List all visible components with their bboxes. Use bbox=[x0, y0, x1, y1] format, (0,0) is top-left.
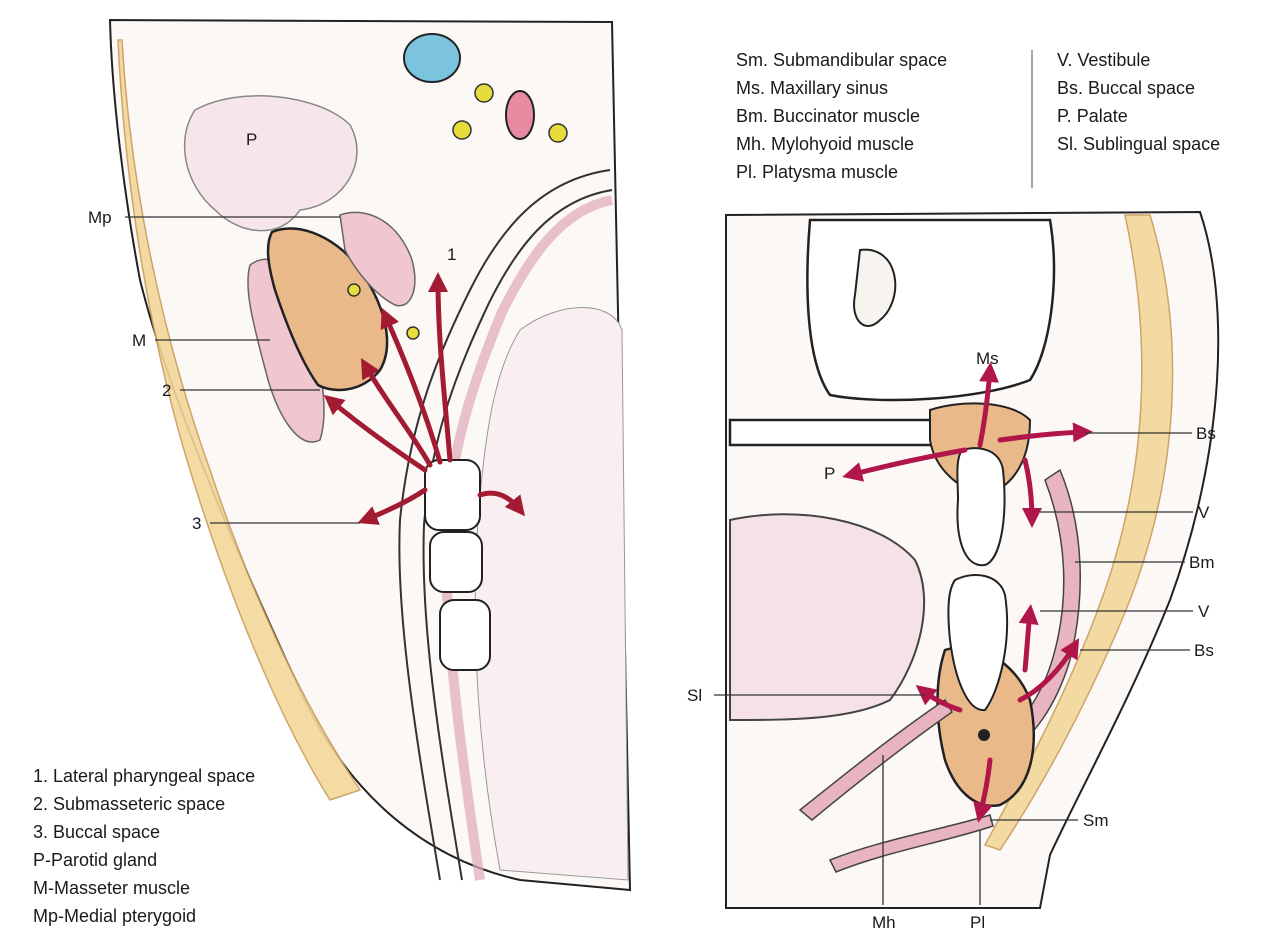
left-panel: P Mp M 1 2 3 1. Lateral pharyngeal space… bbox=[33, 20, 630, 926]
label-space-1: 1 bbox=[447, 245, 456, 264]
left-legend: 1. Lateral pharyngeal space 2. Submasset… bbox=[33, 766, 255, 926]
legend-item-1: 1. Lateral pharyngeal space bbox=[33, 766, 255, 786]
label-palate: P bbox=[824, 464, 835, 483]
label-space-3: 3 bbox=[192, 514, 201, 533]
label-v-upper: V bbox=[1198, 503, 1210, 522]
legend-v: V. Vestibule bbox=[1057, 50, 1150, 70]
legend-item-3: 3. Buccal space bbox=[33, 822, 160, 842]
nerve-4 bbox=[348, 284, 360, 296]
nerve-canal bbox=[978, 729, 990, 741]
label-pl: Pl bbox=[970, 913, 985, 932]
label-mh: Mh bbox=[872, 913, 896, 932]
legend-item-5: M-Masseter muscle bbox=[33, 878, 190, 898]
label-masseter: M bbox=[132, 331, 146, 350]
nerve-5 bbox=[407, 327, 419, 339]
legend-pl: Pl. Platysma muscle bbox=[736, 162, 898, 182]
legend-bm: Bm. Buccinator muscle bbox=[736, 106, 920, 126]
legend-p: P. Palate bbox=[1057, 106, 1128, 126]
label-medial-pterygoid: Mp bbox=[88, 208, 112, 227]
tongue bbox=[730, 514, 924, 720]
label-parotid: P bbox=[246, 130, 257, 149]
label-sl: Sl bbox=[687, 686, 702, 705]
molar-tooth-3 bbox=[440, 600, 490, 670]
legend-sm: Sm. Submandibular space bbox=[736, 50, 947, 70]
label-v-lower: V bbox=[1198, 602, 1210, 621]
jugular-vessel bbox=[506, 91, 534, 139]
hard-palate bbox=[730, 420, 953, 445]
right-panel: Ms P Bs V Bm V Bs Sl Sm Mh Pl bbox=[687, 212, 1218, 932]
label-ms: Ms bbox=[976, 349, 999, 368]
legend-item-2: 2. Submasseteric space bbox=[33, 794, 225, 814]
label-sm: Sm bbox=[1083, 811, 1109, 830]
label-bs-lower: Bs bbox=[1194, 641, 1214, 660]
label-bm: Bm bbox=[1189, 553, 1215, 572]
molar-tooth-1 bbox=[425, 460, 480, 530]
nerve-1 bbox=[475, 84, 493, 102]
carotid-vessel bbox=[404, 34, 460, 82]
maxillary-sinus bbox=[807, 220, 1054, 400]
label-space-2: 2 bbox=[162, 381, 171, 400]
legend-bs: Bs. Buccal space bbox=[1057, 78, 1195, 98]
label-bs-upper: Bs bbox=[1196, 424, 1216, 443]
legend-item-4: P-Parotid gland bbox=[33, 850, 157, 870]
upper-tooth bbox=[957, 448, 1004, 565]
legend-mh: Mh. Mylohyoid muscle bbox=[736, 134, 914, 154]
nerve-2 bbox=[453, 121, 471, 139]
tongue bbox=[475, 308, 628, 881]
legend-sl: Sl. Sublingual space bbox=[1057, 134, 1220, 154]
legend-item-6: Mp-Medial pterygoid bbox=[33, 906, 196, 926]
molar-tooth-2 bbox=[430, 532, 482, 592]
nerve-3 bbox=[549, 124, 567, 142]
legend-ms: Ms. Maxillary sinus bbox=[736, 78, 888, 98]
right-legend: Sm. Submandibular space Ms. Maxillary si… bbox=[736, 50, 1220, 188]
